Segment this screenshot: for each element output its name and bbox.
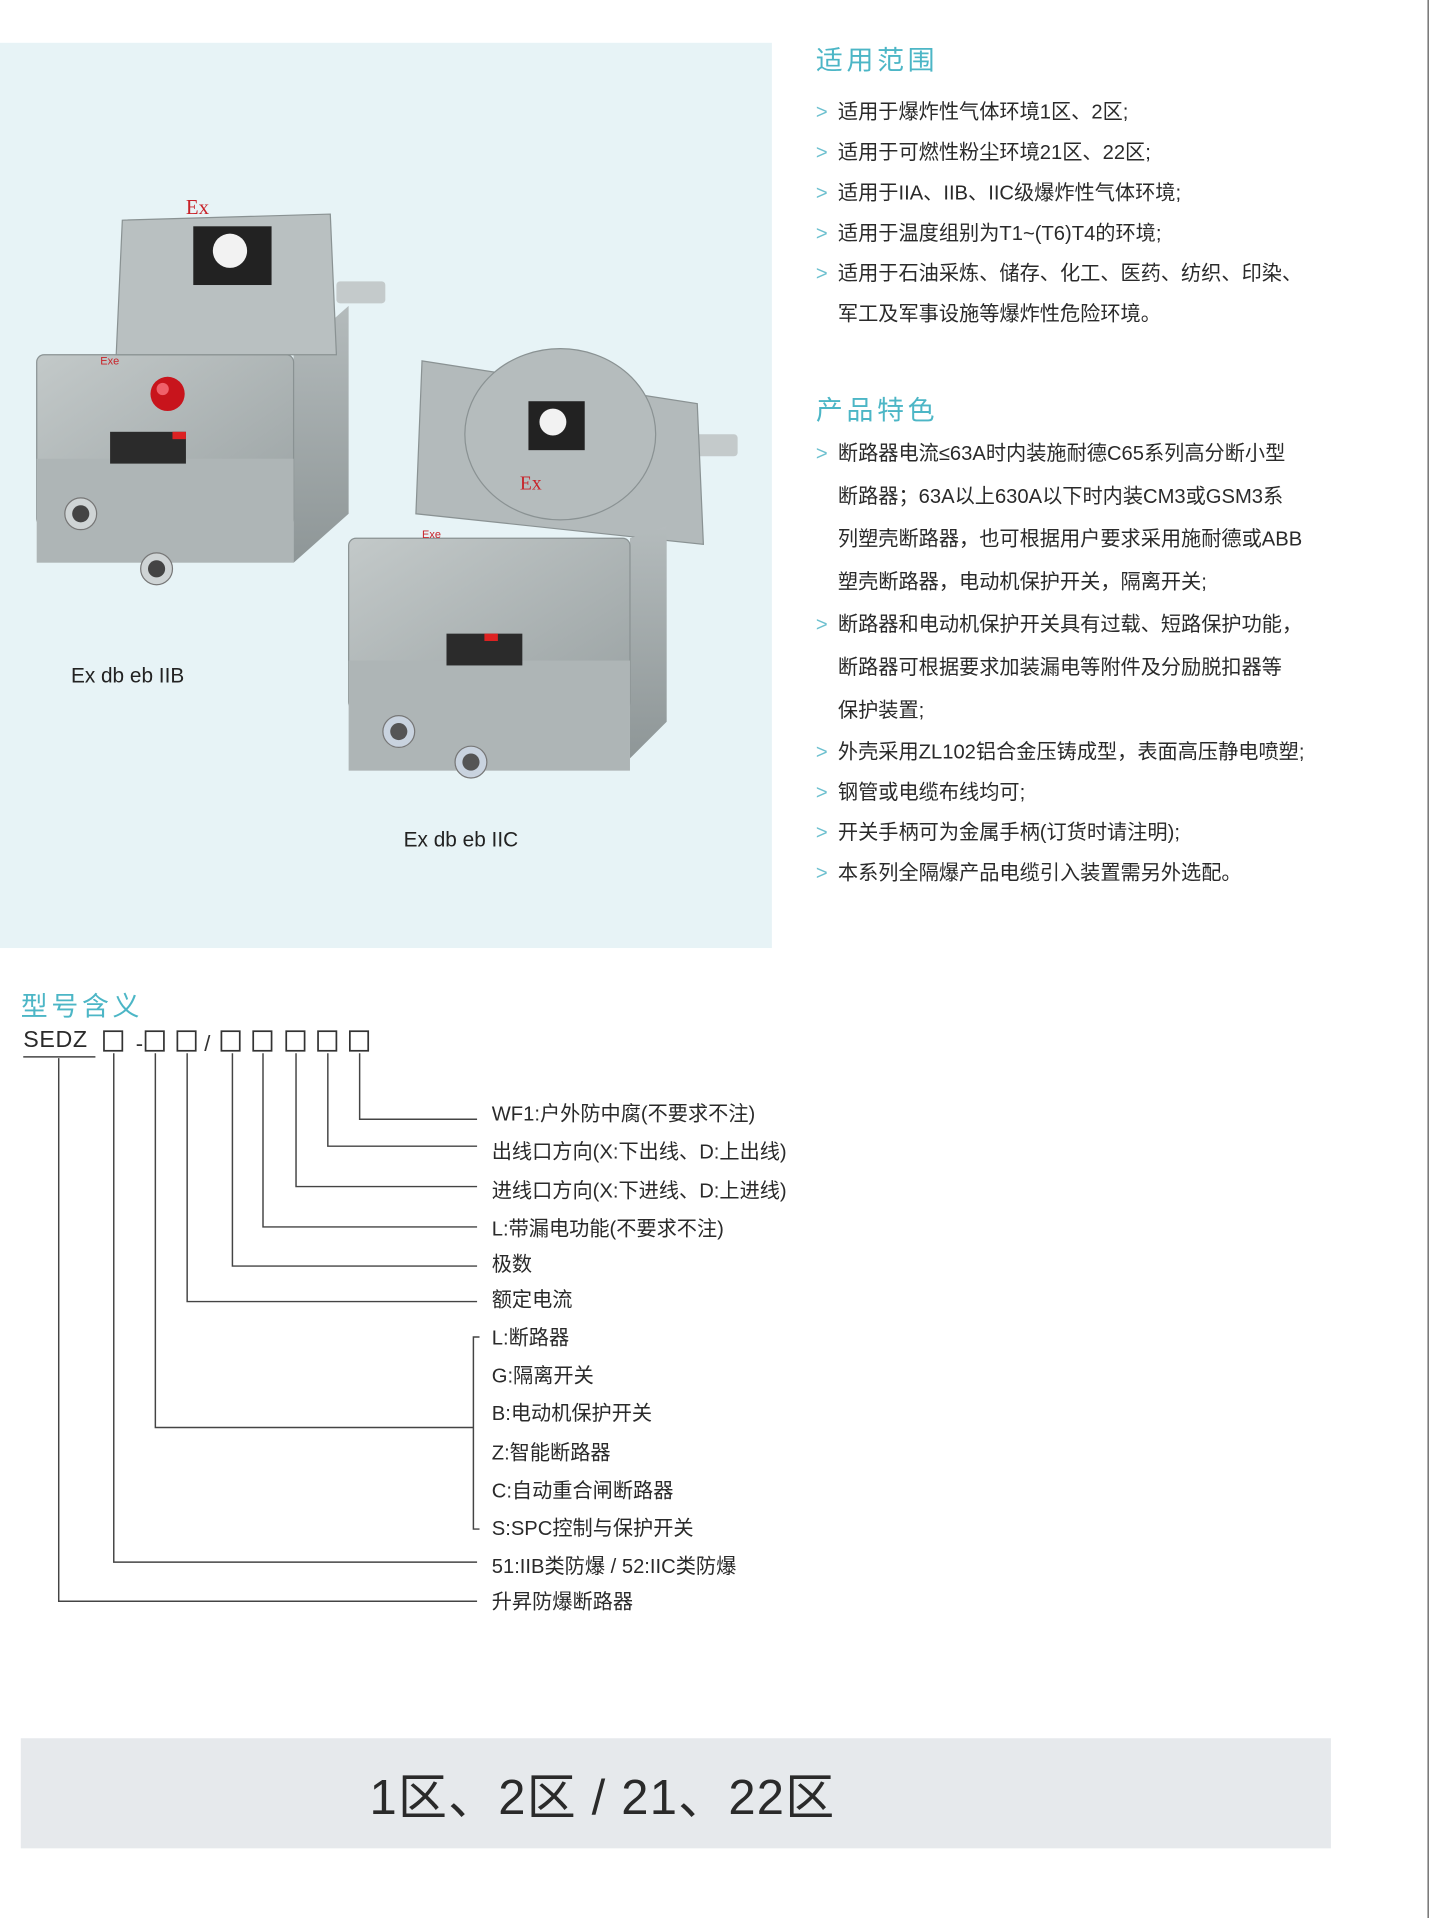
ex-marking: Ex xyxy=(186,196,210,219)
code-placeholder-box xyxy=(103,1030,124,1052)
code-slash: / xyxy=(204,1031,211,1056)
code-placeholder-box xyxy=(317,1030,338,1052)
code-placeholder-box xyxy=(176,1030,197,1052)
page-edge-divider xyxy=(1427,0,1429,1918)
list-item: >本系列全隔爆产品电缆引入装置需另外选配。 xyxy=(816,854,1305,894)
model-code-label: B:电动机保护开关 xyxy=(491,1403,653,1426)
type-bracket xyxy=(472,1336,480,1530)
list-item: >适用于石油采炼、储存、化工、医药、纺织、印染、军工及军事设施等爆炸性危险环境。 xyxy=(816,254,1302,335)
leader-line xyxy=(327,1053,478,1147)
code-placeholder-box xyxy=(220,1030,241,1052)
leader-line xyxy=(295,1053,478,1188)
model-code-label: 极数 xyxy=(491,1253,533,1276)
product-iib-device: Ex Exe xyxy=(36,196,386,586)
model-code-diagram: -/ xyxy=(23,1030,480,1602)
leader-line xyxy=(113,1053,478,1563)
model-code-label: 升昇防爆断路器 xyxy=(491,1591,634,1614)
leader-line xyxy=(231,1053,478,1267)
chevron-right-icon: > xyxy=(815,222,828,245)
chevron-right-icon: > xyxy=(815,822,828,845)
chevron-right-icon: > xyxy=(815,442,828,465)
code-placeholder-box xyxy=(348,1030,370,1052)
chevron-right-icon: > xyxy=(815,781,828,804)
chevron-right-icon: > xyxy=(815,101,828,124)
model-code-label: G:隔离开关 xyxy=(491,1365,594,1388)
exe-marking: Exe xyxy=(422,529,441,541)
chevron-right-icon: > xyxy=(815,614,828,637)
exe-marking: Exe xyxy=(100,356,119,368)
leader-line xyxy=(186,1053,478,1303)
model-code-label: L:带漏电功能(不要求不注) xyxy=(491,1218,724,1241)
model-code-label: 进线口方向(X:下进线、D:上进线) xyxy=(491,1180,787,1203)
list-item: >适用于可燃性粉尘环境21区、22区; xyxy=(816,133,1302,173)
model-code-label: 额定电流 xyxy=(491,1289,573,1312)
zones-banner-text: 1区、2区 / 21、22区 xyxy=(369,1771,836,1826)
list-item: >开关手柄可为金属手柄(订货时请注明); xyxy=(816,813,1305,853)
ex-marking: Ex xyxy=(520,473,542,494)
code-placeholder-box xyxy=(285,1030,306,1052)
chevron-right-icon: > xyxy=(815,182,828,205)
chevron-right-icon: > xyxy=(815,741,828,764)
model-code: SEDZ xyxy=(23,1028,87,1055)
product-illustrations: Ex Exe Ex Exe xyxy=(36,196,738,779)
model-code-label: WF1:户外防中腐(不要求不注) xyxy=(491,1103,756,1126)
model-code-label: S:SPC控制与保护开关 xyxy=(491,1518,694,1541)
zones-banner: 1区、2区 / 21、22区 xyxy=(20,1738,1331,1849)
list-item: >外壳采用ZL102铝合金压铸成型，表面高压静电喷塑; xyxy=(816,733,1305,773)
features-heading: 产品特色 xyxy=(815,395,939,426)
code-dash: - xyxy=(136,1031,143,1056)
list-item: >适用于温度组别为T1~(T6)T4的环境; xyxy=(816,214,1302,254)
leader-line xyxy=(358,1053,478,1121)
list-item: >断路器电流≤63A时内装施耐德C65系列高分断小型断路器；63A以上630A以… xyxy=(816,433,1305,604)
model-code-label: Z:智能断路器 xyxy=(491,1442,611,1465)
leader-line xyxy=(57,1058,478,1602)
model-code-label: 出线口方向(X:下出线、D:上出线) xyxy=(491,1141,787,1164)
scope-heading: 适用范围 xyxy=(815,45,939,76)
list-item: >钢管或电缆布线均可; xyxy=(816,773,1305,813)
model-code-label: 51:IIB类防爆 / 52:IIC类防爆 xyxy=(491,1555,737,1579)
model-code-label: L:断路器 xyxy=(491,1327,570,1350)
scope-list: >适用于爆炸性气体环境1区、2区; >适用于可燃性粉尘环境21区、22区; >适… xyxy=(816,93,1302,335)
chevron-right-icon: > xyxy=(815,263,828,286)
features-list: >断路器电流≤63A时内装施耐德C65系列高分断小型断路器；63A以上630A以… xyxy=(816,433,1305,894)
leader-line xyxy=(262,1053,478,1228)
product-caption-iic: Ex db eb IIC xyxy=(403,828,519,852)
product-iic-device: Ex Exe xyxy=(348,348,738,779)
list-item: >断路器和电动机保护开关具有过载、短路保护功能，断路器可根据要求加装漏电等附件及… xyxy=(816,604,1305,732)
leader-line xyxy=(154,1053,474,1429)
list-item: >适用于爆炸性气体环境1区、2区; xyxy=(816,93,1302,133)
chevron-right-icon: > xyxy=(815,141,828,164)
chevron-right-icon: > xyxy=(815,862,828,885)
product-caption-iib: Ex db eb IIB xyxy=(70,664,185,688)
model-heading: 型号含义 xyxy=(20,990,144,1022)
model-code-label: C:自动重合闸断路器 xyxy=(491,1480,674,1503)
list-item: >适用于IIA、IIB、IIC级爆炸性气体环境; xyxy=(816,174,1302,214)
code-placeholder-box xyxy=(144,1030,165,1052)
code-placeholder-box xyxy=(252,1030,273,1052)
model-prefix: SEDZ xyxy=(23,1027,88,1054)
